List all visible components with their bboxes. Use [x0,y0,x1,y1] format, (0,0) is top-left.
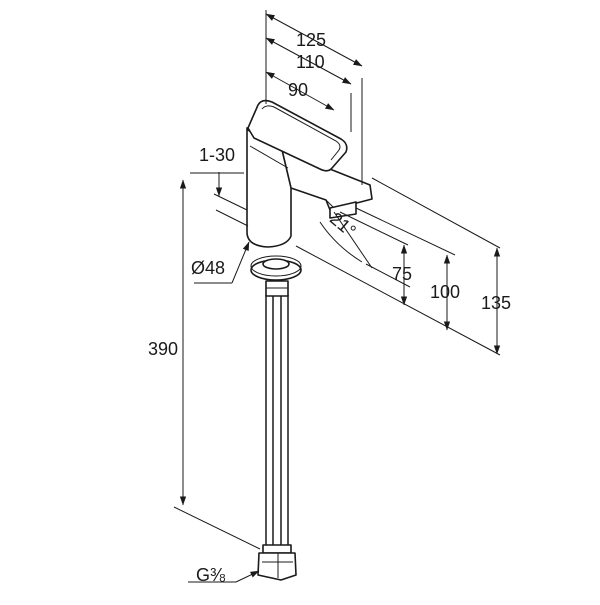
extension-lines [173,10,501,583]
faucet-body [246,127,373,248]
label-thread: G⅜ [196,565,226,585]
dim-90-line [265,71,335,111]
label-tilt: 1-30 [199,145,235,165]
dim-angle-arc [319,221,363,263]
supply-hoses [265,295,289,548]
dimension-labels: 125 110 90 1-30 21° Ø48 75 100 135 390 G… [148,30,511,585]
base-ring [250,255,302,281]
dimension-lines [179,13,501,583]
label-100: 100 [430,282,460,302]
dim-thread-leader [235,570,260,583]
dim-angle-leg [333,211,373,269]
dim-diameter-leader [231,241,250,284]
label-110: 110 [296,52,325,72]
label-diameter: Ø48 [191,258,225,278]
label-75: 75 [392,264,412,284]
hose-fittings [257,280,297,581]
label-90: 90 [288,80,308,100]
label-390: 390 [148,339,178,359]
dim-110-line [265,37,352,85]
label-135: 135 [481,293,511,313]
label-125: 125 [296,30,326,50]
lever-handle [247,99,348,172]
